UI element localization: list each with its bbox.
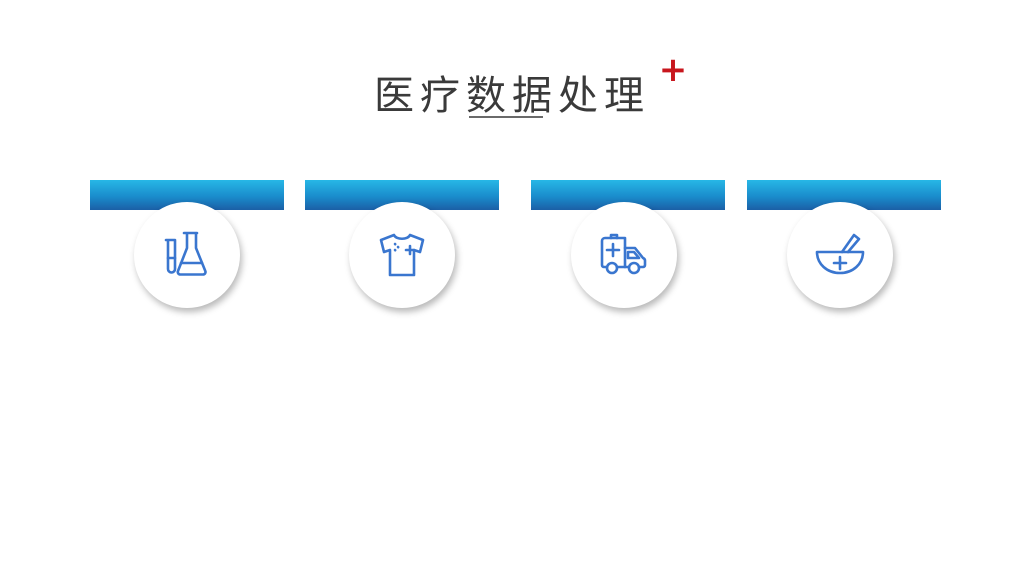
card-pharmacy [747,180,941,320]
page-title: 医疗数据处理 [374,73,650,119]
card-lab [90,180,284,320]
lab-flasks-icon [164,231,207,276]
card-ambulance [531,180,725,320]
card-icon-circle [134,202,240,308]
card-icon-circle [571,202,677,308]
medical-shirt-icon [379,233,425,277]
ambulance-icon [600,233,647,275]
red-plus-icon: + [658,50,688,90]
title-underline [469,116,543,118]
mortar-pestle-icon [815,233,865,275]
card-icon-circle [349,202,455,308]
card-apparel [305,180,499,320]
card-icon-circle [787,202,893,308]
